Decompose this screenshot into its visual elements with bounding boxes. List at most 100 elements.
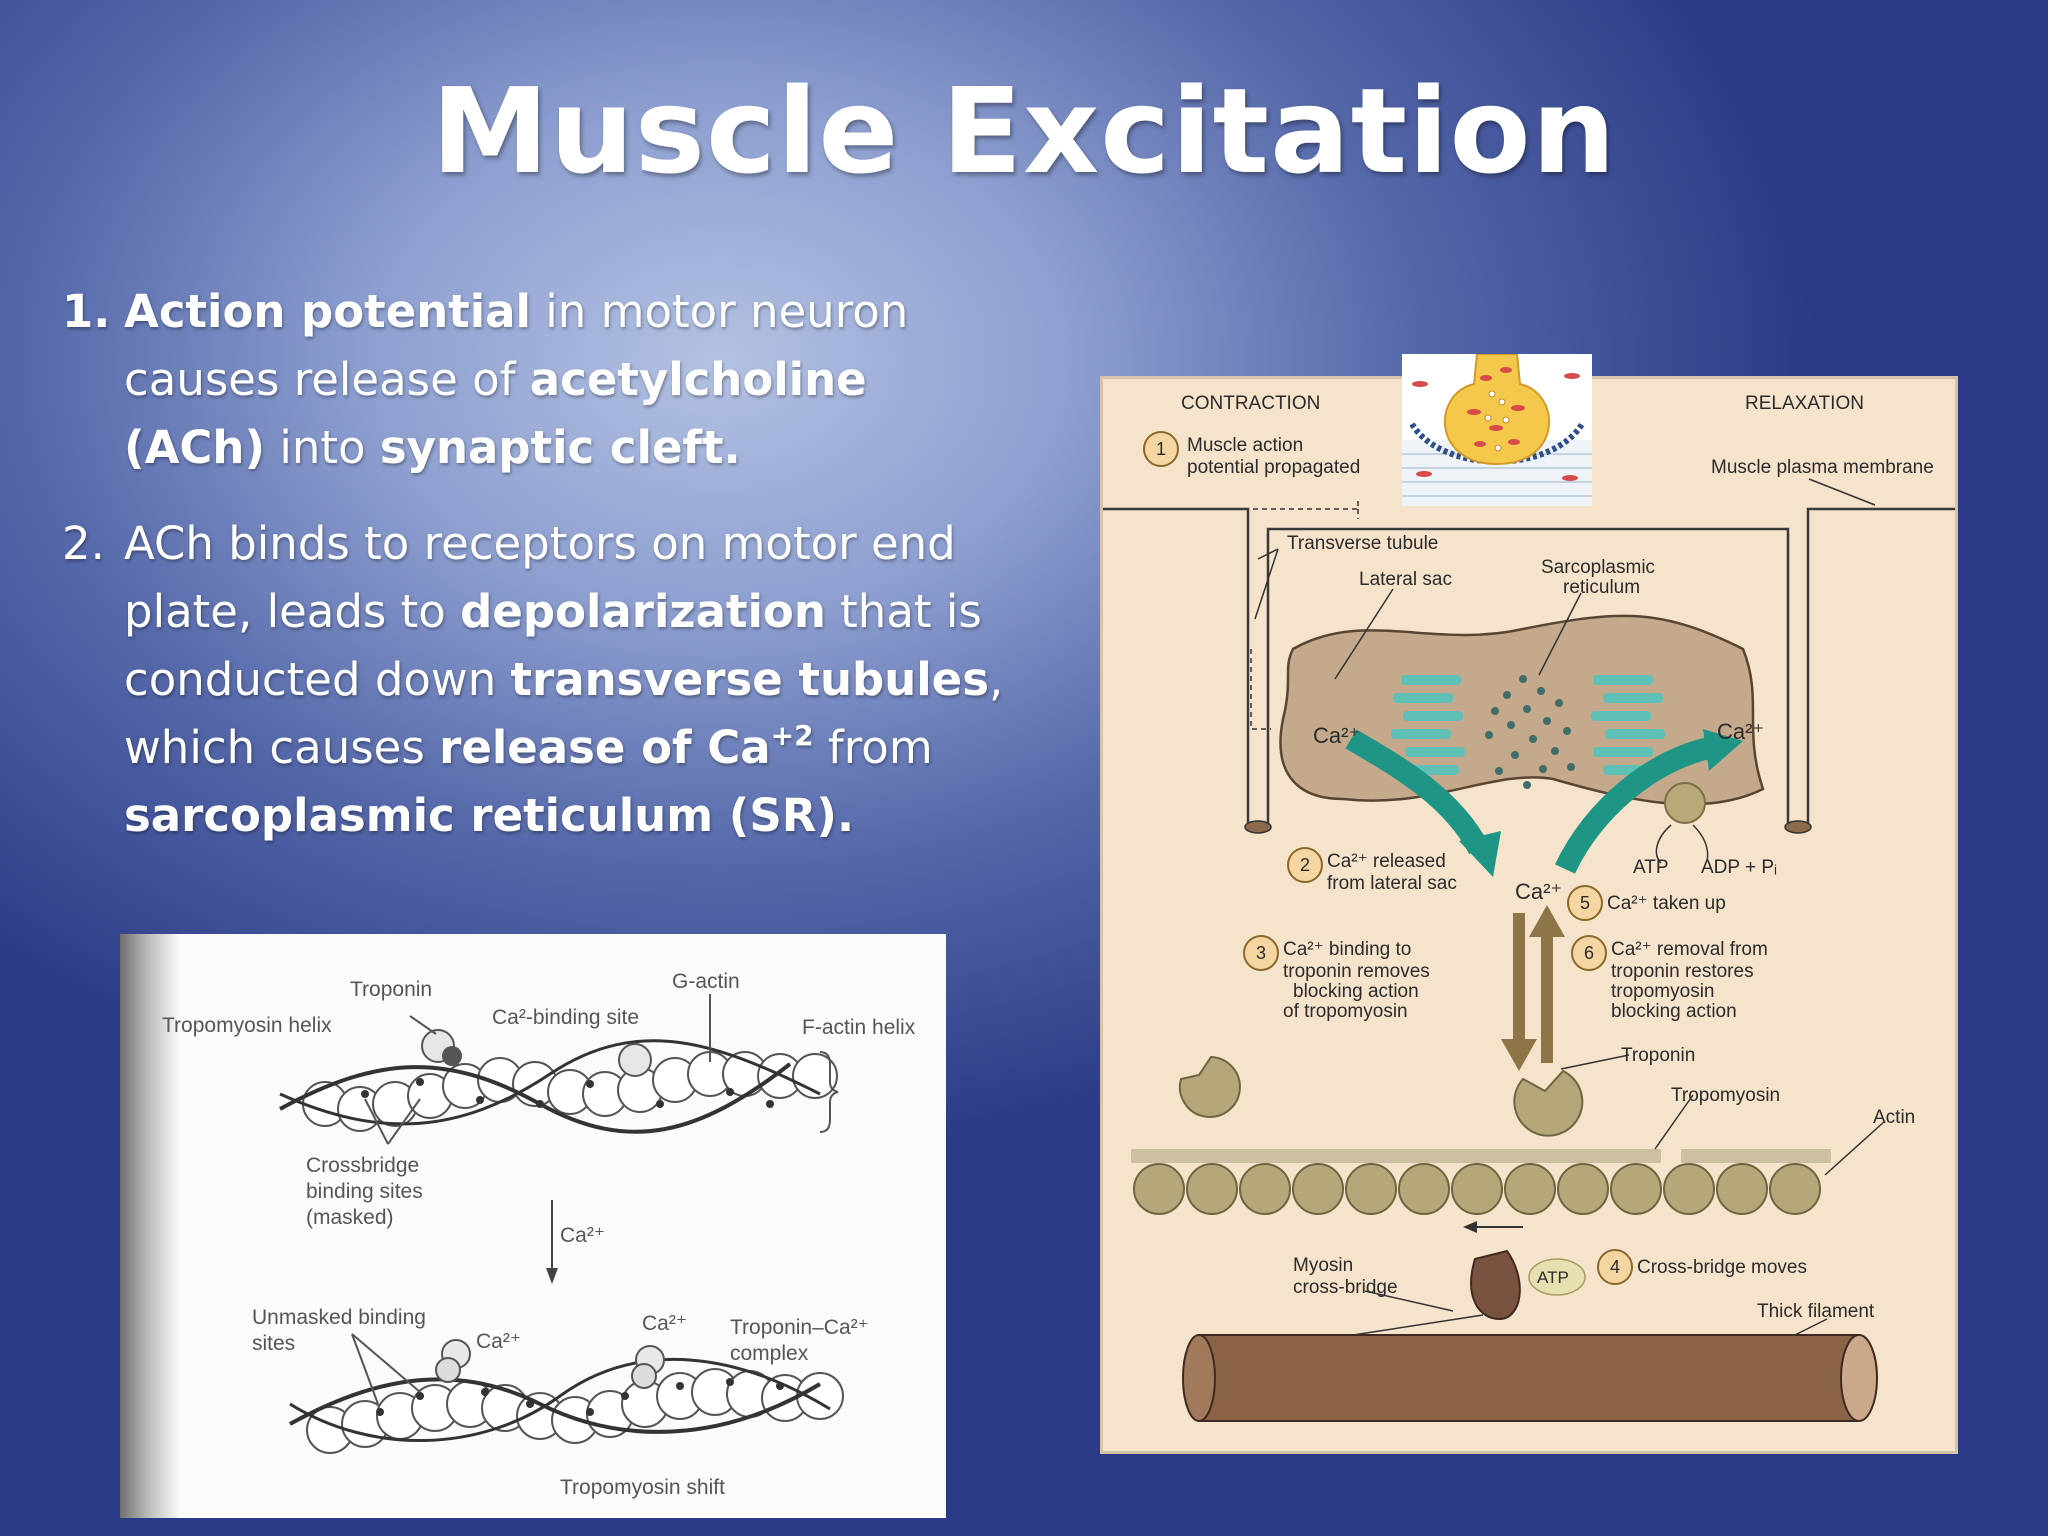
leader-line (364, 1098, 389, 1145)
label-step1: potential propagated (1187, 457, 1360, 478)
end-plate-folds (1409, 422, 1585, 465)
label-thick-filament: Thick filament (1757, 1301, 1875, 1322)
label-ca-arrow: Ca²⁺ (560, 1224, 605, 1247)
troponin-blob (618, 1043, 652, 1077)
ca-binding-dot (442, 1046, 462, 1066)
step-circles (1143, 431, 1633, 1285)
label-troponin-complex: Troponin–Ca²⁺ (730, 1316, 869, 1339)
label-step3: troponin removes (1283, 961, 1430, 982)
down-arrow-head (546, 1268, 558, 1284)
atp-bubble (1528, 1258, 1586, 1296)
bullet-text: in motor neuron causes release of (124, 285, 909, 406)
bullet-text-bold: Action potential (124, 285, 531, 338)
troponin-ca-complex (435, 1357, 461, 1383)
atp-arrow (1655, 824, 1709, 864)
label-tropomyosin-shift: Tropomyosin shift (560, 1476, 725, 1499)
f-actin-top (302, 1051, 838, 1132)
axon-terminal (1443, 354, 1551, 466)
bullet-text-bold: release of Ca (439, 721, 771, 774)
synaptic-vesicles (1484, 390, 1510, 452)
ca-release-arrowhead (1459, 831, 1501, 877)
ca-release-arrow (1345, 729, 1489, 855)
removal-arrow (1541, 933, 1553, 1063)
thick-filament-end (1182, 1334, 1216, 1422)
label-step5: Ca²⁺ taken up (1607, 893, 1726, 914)
label-step2: Ca²⁺ released (1327, 851, 1446, 872)
label-g-actin: G-actin (672, 970, 740, 993)
binding-dots (376, 1378, 784, 1416)
excitation-contraction-diagram: 1 2 3 5 6 4 CONTRACTION RELAXATION Muscl… (1103, 393, 1955, 1422)
troponin-ca-complex (631, 1363, 657, 1389)
label-troponin: Troponin (350, 978, 432, 1001)
label-tropomyosin: Tropomyosin (1671, 1085, 1780, 1106)
leader-lines (1254, 478, 1886, 1336)
bullet-number: 1. (62, 285, 111, 338)
tropomyosin-bar (1131, 1149, 1311, 1163)
page-shadow (120, 934, 180, 1518)
tropomyosin-shifted (289, 1357, 831, 1442)
neuromuscular-junction-image (1402, 354, 1592, 506)
t-tubule-end (1244, 820, 1272, 834)
label-troponin-complex: complex (730, 1342, 809, 1365)
f-actin-brace (819, 1051, 839, 1133)
binding-dots (361, 1078, 774, 1108)
leader-line (351, 1333, 379, 1405)
step-numbers: 1 2 3 5 6 4 (1156, 439, 1620, 1277)
label-plasma-membrane: Muscle plasma membrane (1711, 457, 1934, 478)
leader-line (409, 1015, 437, 1035)
label-transverse-tubule: Transverse tubule (1287, 533, 1438, 554)
ca-uptake-arrowhead (1703, 729, 1743, 771)
label-step1: Muscle action (1187, 435, 1303, 456)
step-number: 5 (1580, 893, 1590, 913)
label-step3: blocking action (1293, 981, 1419, 1002)
step-number: 3 (1256, 943, 1266, 963)
label-sr: reticulum (1563, 577, 1640, 598)
leader-line (387, 1098, 421, 1145)
muscle-striations (1402, 453, 1592, 497)
label-step6: Ca²⁺ removal from (1611, 939, 1768, 960)
bullet-text-bold: transverse tubules (510, 653, 989, 706)
label-ca-right: Ca²⁺ (1717, 719, 1764, 744)
atpase-pump (1664, 782, 1706, 824)
label-ca: Ca²⁺ (642, 1312, 687, 1335)
label-myosin: cross-bridge (1293, 1277, 1398, 1298)
label-crossbridge: Crossbridge (306, 1154, 419, 1177)
slide-title: Muscle Excitation (431, 62, 1617, 200)
label-atp-bubble: ATP (1537, 1268, 1569, 1287)
troponin-diagram: Troponin G-actin Tropomyosin helix Ca²-b… (162, 970, 916, 1499)
step-number: 1 (1156, 439, 1166, 459)
step-number: 6 (1584, 943, 1594, 963)
label-lateral-sac: Lateral sac (1359, 569, 1452, 590)
movement-arrowhead (1463, 1221, 1477, 1233)
bullet-number: 2. (62, 517, 105, 570)
label-f-actin-helix: F-actin helix (802, 1016, 916, 1039)
superscript: +2 (770, 719, 814, 752)
label-ca-left: Ca²⁺ (1313, 723, 1360, 748)
label-step6: troponin restores (1611, 961, 1754, 982)
label-ca-center: Ca²⁺ (1515, 879, 1562, 904)
leader-line (351, 1333, 421, 1393)
label-step3: Ca²⁺ binding to (1283, 939, 1411, 960)
bullet-text-bold: depolarization (460, 585, 826, 638)
removal-arrowhead (1529, 905, 1565, 937)
label-crossbridge: binding sites (306, 1180, 423, 1203)
bullet-text-bold: acetylcholine (ACh) (124, 353, 867, 474)
bullet-text-bold: sarcoplasmic reticulum (SR). (124, 789, 855, 842)
binding-arrowhead (1501, 1039, 1537, 1071)
thick-filament (1198, 1334, 1860, 1422)
label-myosin: Myosin (1293, 1255, 1353, 1276)
label-step6: blocking action (1611, 1001, 1737, 1022)
label-unmasked: sites (252, 1332, 295, 1355)
bullet-text-bold: synaptic cleft (379, 421, 724, 474)
calcium-dots (1485, 675, 1575, 789)
tropomyosin-bar (1301, 1149, 1661, 1163)
troponin-blocked (1178, 1055, 1241, 1118)
tropomyosin-bar (1681, 1149, 1831, 1163)
tropomyosin-shifted (289, 1377, 822, 1434)
label-atp: ATP (1633, 857, 1669, 878)
label-step4: Cross-bridge moves (1637, 1257, 1807, 1278)
bullet-text: ACh binds to receptors on motor end plat… (124, 517, 956, 638)
actin-beads (1133, 1163, 1821, 1215)
bullet-text: from (813, 721, 933, 774)
label-step6: tropomyosin (1611, 981, 1715, 1002)
